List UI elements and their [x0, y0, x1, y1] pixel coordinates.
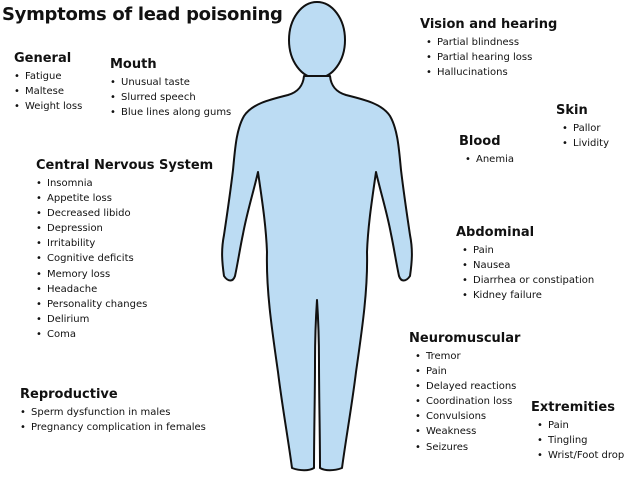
symptom-item: Diarrhea or constipation [462, 273, 594, 288]
group-title: Mouth [110, 57, 157, 72]
symptom-item: Lividity [562, 136, 609, 151]
group-title: Neuromuscular [409, 331, 521, 346]
symptom-item: Irritability [36, 236, 213, 251]
group-title: Extremities [531, 400, 615, 415]
page-title: Symptoms of lead poisoning [2, 4, 283, 25]
symptom-list: Tremor Pain Delayed reactions Coordinati… [415, 349, 520, 455]
symptom-item: Convulsions [415, 409, 520, 424]
body-head [288, 1, 346, 79]
symptom-group-reproductive: Reproductive Sperm dysfunction in males … [20, 387, 206, 435]
symptom-item: Appetite loss [36, 191, 213, 206]
group-title: Blood [459, 134, 501, 149]
symptom-list: Sperm dysfunction in males Pregnancy com… [20, 405, 206, 435]
symptom-item: Weakness [415, 424, 520, 439]
symptom-item: Pallor [562, 121, 609, 136]
group-title: Abdominal [456, 225, 535, 240]
symptom-item: Wrist/Foot drop [537, 448, 624, 463]
symptom-item: Seizures [415, 440, 520, 455]
symptom-item: Weight loss [14, 99, 82, 114]
symptom-item: Personality changes [36, 297, 213, 312]
symptom-group-extremities: Extremities Pain Tingling Wrist/Foot dro… [531, 400, 624, 463]
symptom-item: Coordination loss [415, 394, 520, 409]
symptom-group-vision-and-hearing: Vision and hearing Partial blindness Par… [420, 17, 557, 80]
group-title: Central Nervous System [36, 158, 214, 173]
symptom-item: Headache [36, 282, 213, 297]
symptom-group-blood: Blood Anemia [459, 134, 514, 167]
symptom-item: Pain [462, 243, 594, 258]
symptom-item: Tingling [537, 433, 624, 448]
symptom-item: Decreased libido [36, 206, 213, 221]
group-title: Reproductive [20, 387, 118, 402]
symptom-item: Delirium [36, 312, 213, 327]
symptom-item: Depression [36, 221, 213, 236]
symptom-item: Maltese [14, 84, 82, 99]
symptom-group-neuromuscular: Neuromuscular Tremor Pain Delayed reacti… [409, 331, 520, 455]
body-torso-limbs [221, 75, 413, 472]
symptom-item: Sperm dysfunction in males [20, 405, 206, 420]
symptom-item: Blue lines along gums [110, 105, 231, 120]
symptom-list: Pallor Lividity [562, 121, 609, 151]
symptom-item: Nausea [462, 258, 594, 273]
symptom-list: Fatigue Maltese Weight loss [14, 69, 82, 114]
symptom-item: Delayed reactions [415, 379, 520, 394]
symptom-list: Unusual taste Slurred speech Blue lines … [110, 75, 231, 120]
symptom-group-skin: Skin Pallor Lividity [556, 103, 609, 151]
body-silhouette [221, 1, 413, 472]
symptom-list: Partial blindness Partial hearing loss H… [426, 35, 557, 80]
symptom-item: Partial hearing loss [426, 50, 557, 65]
symptom-item: Fatigue [14, 69, 82, 84]
symptom-item: Tremor [415, 349, 520, 364]
symptom-item: Coma [36, 327, 213, 342]
group-title: Skin [556, 103, 588, 118]
group-title: General [14, 51, 72, 66]
symptom-list: Pain Nausea Diarrhea or constipation Kid… [462, 243, 594, 303]
symptom-item: Insomnia [36, 176, 213, 191]
symptom-group-general: General Fatigue Maltese Weight loss [14, 51, 82, 114]
symptom-item: Pain [415, 364, 520, 379]
symptom-item: Cognitive deficits [36, 251, 213, 266]
symptom-item: Partial blindness [426, 35, 557, 50]
symptom-list: Insomnia Appetite loss Decreased libido … [36, 176, 213, 342]
symptom-group-central-nervous-system: Central Nervous System Insomnia Appetite… [36, 158, 213, 342]
symptom-item: Anemia [465, 152, 514, 167]
group-title: Vision and hearing [420, 17, 558, 32]
symptom-item: Slurred speech [110, 90, 231, 105]
symptom-item: Memory loss [36, 267, 213, 282]
symptom-group-mouth: Mouth Unusual taste Slurred speech Blue … [110, 57, 231, 120]
symptom-item: Pregnancy complication in females [20, 420, 206, 435]
symptom-list: Pain Tingling Wrist/Foot drop [537, 418, 624, 463]
symptom-item: Unusual taste [110, 75, 231, 90]
symptom-list: Anemia [465, 152, 514, 167]
symptom-item: Hallucinations [426, 65, 557, 80]
symptom-item: Kidney failure [462, 288, 594, 303]
symptom-item: Pain [537, 418, 624, 433]
symptom-group-abdominal: Abdominal Pain Nausea Diarrhea or consti… [456, 225, 594, 303]
